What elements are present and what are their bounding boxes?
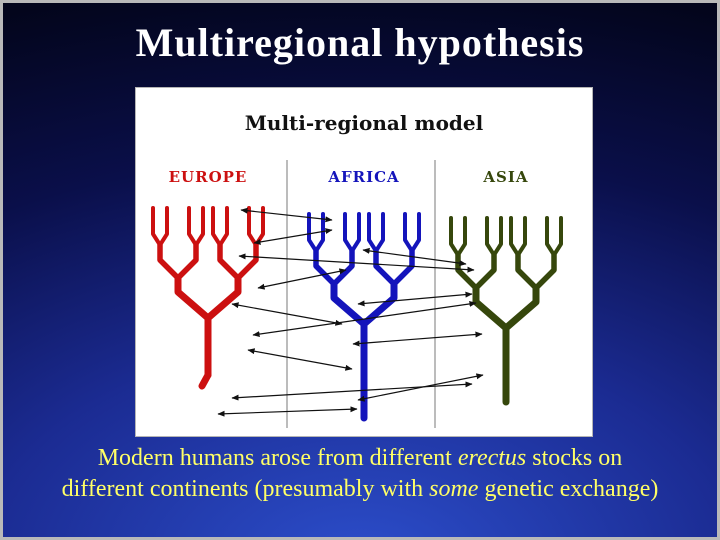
caption-text: stocks on — [526, 445, 623, 471]
diagram-title: Multi-regional model — [245, 111, 484, 135]
slide-title: Multiregional hypothesis — [135, 20, 585, 65]
diagram-panel: Multi-regional model EUROPE AFRICA ASIA — [135, 87, 593, 437]
tree-europe — [153, 208, 263, 390]
caption-line-1: Modern humans arose from different erect… — [3, 443, 717, 474]
gene-flow-arrows — [217, 207, 484, 417]
tree-africa — [309, 214, 419, 422]
caption-line-2: different continents (presumably with so… — [3, 474, 717, 505]
multiregional-model-diagram: Multi-regional model EUROPE AFRICA ASIA — [136, 111, 592, 428]
caption-text: Modern humans arose from different — [97, 445, 458, 471]
caption-text: different continents (presumably with — [61, 476, 430, 503]
region-label-africa: AFRICA — [327, 168, 399, 186]
slide-caption: Modern humans arose from different erect… — [3, 443, 717, 505]
region-label-asia: ASIA — [482, 168, 528, 186]
caption-italic-erectus: erectus — [457, 445, 527, 471]
tree-asia — [451, 218, 561, 406]
caption-text: genetic exchange) — [478, 476, 659, 503]
region-label-europe: EUROPE — [169, 168, 248, 186]
caption-italic-some: some — [429, 476, 479, 503]
